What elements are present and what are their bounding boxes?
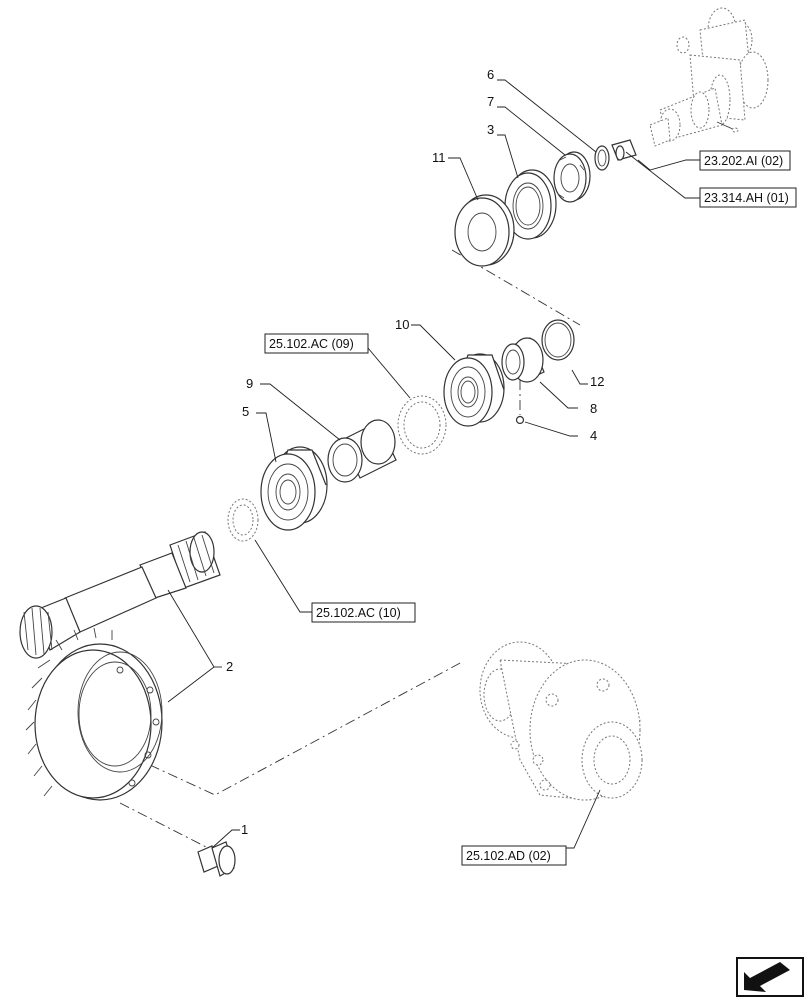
reference-25-102-ad-02[interactable]: 25.102.AD (02)	[461, 845, 567, 866]
part-9-spacer	[327, 419, 397, 483]
part-2-ring-gear	[25, 627, 163, 801]
leader-lines	[167, 79, 700, 849]
part-4-ball	[515, 415, 525, 425]
callout-4: 4	[590, 428, 597, 443]
arrow-corner-icon[interactable]	[736, 957, 804, 997]
callout-9: 9	[246, 376, 253, 391]
shim-ac-10	[227, 498, 259, 542]
shim-ac-09	[397, 395, 447, 455]
callout-11: 11	[432, 150, 446, 165]
part-7-nut	[553, 151, 591, 203]
part-8-sleeve	[501, 337, 545, 383]
callout-labels: 6 7 3 11 10 9 5 12 8 4 2 1	[226, 67, 604, 837]
differential-assembly	[479, 641, 643, 801]
callout-2: 2	[226, 659, 233, 674]
callout-1: 1	[241, 822, 248, 837]
reference-25-102-ac-09[interactable]: 25.102.AC (09)	[264, 333, 369, 354]
ref-label: 25.102.AC (10)	[316, 606, 401, 620]
ref-label: 23.314.AH (01)	[704, 191, 789, 205]
callout-8: 8	[590, 401, 597, 416]
callout-7: 7	[487, 94, 494, 109]
callout-12: 12	[590, 374, 604, 389]
callout-10: 10	[395, 317, 409, 332]
reference-23-202-ai-02[interactable]: 23.202.AI (02)	[699, 150, 791, 171]
reference-23-314-ah-01[interactable]: 23.314.AH (01)	[699, 187, 797, 208]
ref-label: 23.202.AI (02)	[704, 154, 783, 168]
part-10-bearing	[443, 353, 505, 427]
part-12-ring	[541, 319, 575, 361]
callout-6: 6	[487, 67, 494, 82]
part-6-snap-ring	[594, 145, 610, 171]
callout-5: 5	[242, 404, 249, 419]
ref-label: 25.102.AC (09)	[269, 337, 354, 351]
input-shaft-assembly	[649, 7, 769, 147]
reference-25-102-ac-10[interactable]: 25.102.AC (10)	[311, 602, 416, 623]
ref-label: 25.102.AD (02)	[466, 849, 551, 863]
callout-3: 3	[487, 122, 494, 137]
part-1-bolt	[197, 841, 236, 877]
part-2-pinion-shaft	[19, 531, 221, 659]
part-5-bearing	[260, 446, 328, 531]
part-11-shim	[454, 194, 515, 267]
